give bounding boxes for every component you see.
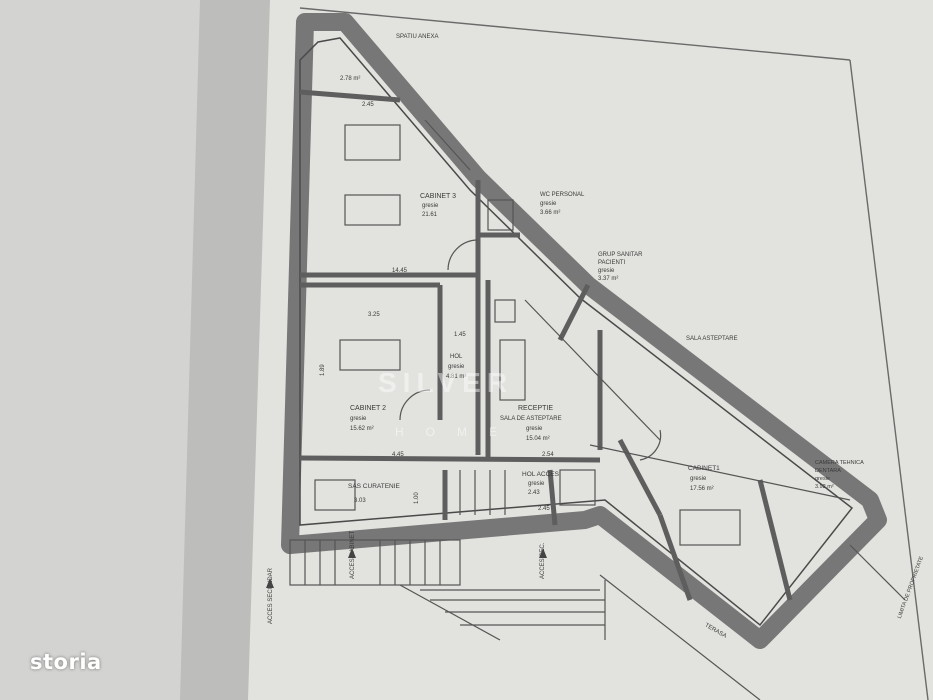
room-spatiu-anexa-area: 2.78 m²	[340, 76, 360, 82]
room-camera-tehnica-name: CAMERA TEHNICA	[815, 460, 864, 466]
terrace-lines	[399, 544, 906, 700]
room-hol-acces-floor: gresie	[528, 481, 545, 487]
book-gutter	[180, 0, 275, 700]
room-cabinet3-floor: gresie	[422, 203, 439, 209]
room-spatiu-anexa-name: SPATIU ANEXA	[396, 34, 438, 40]
room-hol-floor: gresie	[448, 364, 465, 370]
outer-wall	[281, 13, 887, 649]
room-grup-sub: PACIENTI	[598, 260, 626, 266]
room-wc-area: 3.66 m²	[540, 210, 560, 216]
dim-label: 1.45	[454, 332, 466, 338]
paper-frame-line-right	[849, 59, 929, 700]
room-grup-name: GRUP SANITAR	[598, 252, 643, 258]
watermark-home: HOME	[395, 425, 519, 439]
room-cabinet1-area: 17.56 m²	[690, 486, 714, 492]
room-hol-name: HOL	[450, 354, 463, 360]
access-sec-label: ACCES SEC.	[540, 542, 546, 579]
room-sala-asteptare-name: SALA ASTEPTARE	[686, 336, 738, 342]
room-wc-floor: gresie	[540, 201, 557, 207]
room-hol-acces-area: 2.43	[528, 490, 540, 496]
room-grup-area: 3.37 m²	[598, 276, 618, 282]
room-receptie-floor: gresie	[526, 426, 543, 432]
dim-label: 2.45	[362, 102, 374, 108]
room-camera-tehnica-floor: gresie	[815, 476, 830, 482]
dim-label: 1.89	[320, 364, 326, 376]
room-sas-curatenie-name: SAS CURATENIE	[348, 483, 401, 490]
paper-frame-line	[299, 7, 851, 61]
dim-label: 2.45	[538, 506, 550, 512]
room-cabinet2-floor: gresie	[350, 416, 367, 422]
dim-label: 2.54	[542, 452, 554, 458]
room-receptie-name: RECEPTIE	[518, 405, 553, 412]
left-book-page	[0, 0, 222, 700]
furniture-outlines	[314, 119, 851, 546]
room-grup-floor: gresie	[598, 268, 615, 274]
dim-label: 3.25	[368, 312, 380, 318]
plan-paper	[248, 0, 933, 700]
room-hol-area: 4.81 m²	[446, 374, 466, 380]
room-receptie-sub: SALA DE ASTEPTARE	[500, 416, 562, 422]
brand-logo-text: storia	[30, 650, 102, 674]
access-secundar-label: ACCES SECUNDAR	[268, 567, 274, 624]
room-sas-curatenie-area: 3.03	[354, 498, 366, 504]
dim-label: 4.45	[392, 452, 404, 458]
room-camera-tehnica-area: 3.92 m²	[815, 484, 834, 490]
room-cabinet2-area: 15.62 m²	[350, 426, 374, 432]
room-cabinet3-area: 21.61	[422, 212, 438, 218]
room-cabinet1-name: CABINET1	[688, 465, 720, 472]
room-cabinet1-floor: gresie	[690, 476, 707, 482]
access-arrow-icons	[266, 548, 547, 588]
room-cabinet2-name: CABINET 2	[350, 405, 386, 412]
room-wc-name: WC PERSONAL	[540, 192, 585, 198]
dim-label: 1.00	[414, 492, 420, 504]
watermark-silver: SILVER	[378, 367, 513, 398]
room-cabinet3-name: CABINET 3	[420, 193, 456, 200]
dim-label: 14.45	[392, 268, 408, 274]
room-camera-tehnica-sub: DENTARA	[815, 468, 841, 474]
room-receptie-area: 15.04 m²	[526, 436, 550, 442]
entry-stairs	[289, 470, 506, 586]
room-hol-acces-name: HOL ACCES	[522, 471, 560, 478]
inner-wall-line	[299, 37, 854, 627]
